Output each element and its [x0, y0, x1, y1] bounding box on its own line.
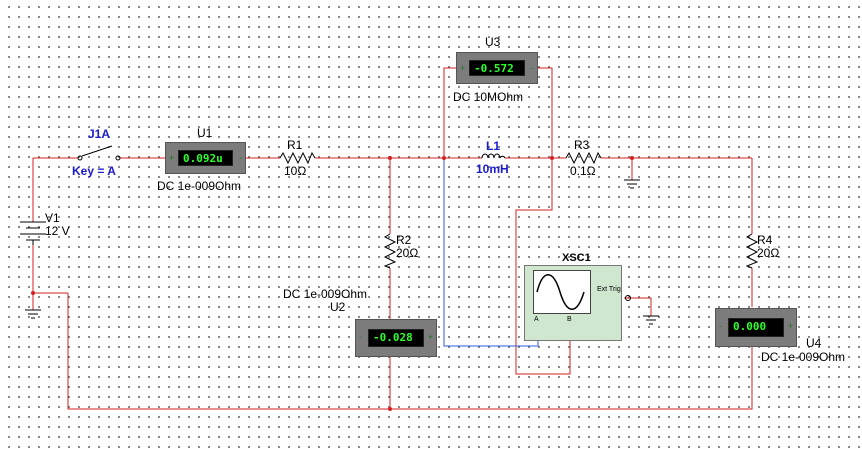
scope-screen	[533, 270, 591, 314]
scope-ext-trig-label: Ext Trig	[597, 286, 621, 293]
junction-dots	[31, 156, 634, 411]
meter-u3-display: -0.572	[469, 60, 525, 76]
oscilloscope-xsc1[interactable]: Ext Trig A B	[524, 265, 622, 341]
resistor-r1-name: R1	[287, 138, 303, 152]
resistor-r4-symbol[interactable]	[745, 233, 759, 269]
switch-key-label: Key = A	[72, 164, 116, 178]
ground-symbol-3	[643, 315, 659, 325]
meter-u4-display: 0.000	[728, 318, 784, 337]
meter-u1-display: 0.092u	[178, 150, 233, 166]
switch-name: J1A	[88, 127, 111, 141]
meter-u3[interactable]: + -0.572 -	[456, 52, 538, 84]
resistor-r2-symbol[interactable]	[383, 233, 397, 269]
meter-u1-plus: +	[169, 153, 175, 163]
scope-name: XSC1	[562, 252, 591, 264]
meter-u1[interactable]: + 0.092u -	[165, 142, 246, 174]
battery-v1-symbol[interactable]	[20, 221, 46, 245]
resistor-r1-value: 10Ω	[284, 164, 307, 178]
meter-u2-plus: +	[427, 332, 433, 342]
meter-u3-mode: DC 10MOhm	[453, 90, 524, 104]
meter-u4-mode: DC 1e-009Ohm	[761, 350, 846, 364]
ground-symbol-2	[624, 179, 640, 189]
resistor-r3-name: R3	[574, 138, 590, 152]
inductor-l1-symbol[interactable]	[481, 153, 506, 159]
scope-channel-b-label: B	[567, 316, 572, 323]
meter-u3-name: U3	[485, 35, 501, 49]
meter-u2-display: -0.028	[368, 329, 424, 347]
meter-u4-minus: -	[719, 321, 722, 331]
resistor-r4-name: R4	[757, 233, 773, 247]
resistor-r3-value: 0.1Ω	[570, 164, 596, 178]
battery-name: V1	[45, 211, 60, 225]
meter-u1-name: U1	[197, 126, 213, 140]
resistor-r2-value: 20Ω	[396, 246, 419, 260]
meter-u4-name: U4	[806, 336, 822, 350]
meter-u4[interactable]: - 0.000 +	[715, 308, 797, 347]
wires	[32, 67, 753, 410]
meter-u1-minus: -	[239, 153, 242, 163]
resistor-r2-name: R2	[396, 233, 412, 247]
meter-u3-plus: +	[460, 63, 466, 73]
inductor-value: 10mH	[476, 162, 509, 176]
meter-u1-mode: DC 1e-009Ohm	[157, 179, 242, 193]
inductor-name: L1	[486, 139, 501, 153]
scope-channel-a-label: A	[534, 316, 539, 323]
meter-u4-plus: +	[787, 321, 793, 331]
resistor-r3-symbol[interactable]	[565, 151, 602, 165]
resistor-r1-symbol[interactable]	[279, 151, 316, 165]
meter-u2-minus: -	[359, 332, 362, 342]
sine-wave-icon	[536, 274, 585, 310]
battery-value: 12 V	[45, 224, 70, 238]
meter-u2[interactable]: - -0.028 +	[355, 319, 437, 357]
switch-j1a-symbol[interactable]	[77, 145, 121, 161]
meter-u3-minus: -	[531, 63, 534, 73]
meter-u2-name: U2	[330, 300, 346, 314]
resistor-r4-value: 20Ω	[757, 246, 780, 260]
ground-symbol-1	[25, 309, 41, 319]
meter-u2-mode: DC 1e-009Ohm	[283, 287, 368, 301]
